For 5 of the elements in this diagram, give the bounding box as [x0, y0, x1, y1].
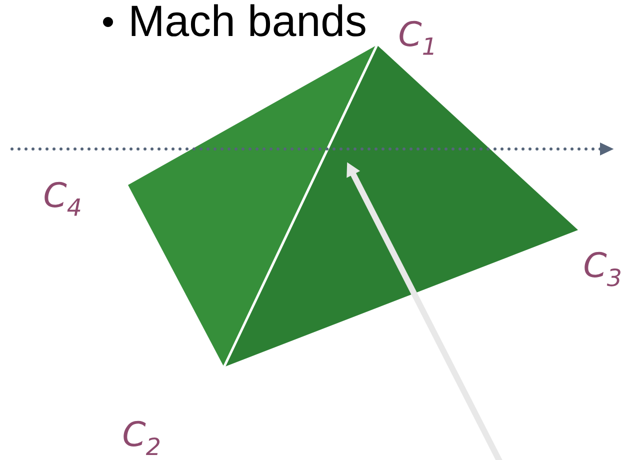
vertex-label: C$_{2}$ [124, 420, 160, 456]
vertex-label: C$_{3}$ [584, 252, 620, 286]
bullet-text: Mach bands [132, 4, 366, 36]
vertex-label: C$_{4}$ [44, 182, 80, 216]
vertex-label: C$_{1}$ [400, 20, 434, 55]
